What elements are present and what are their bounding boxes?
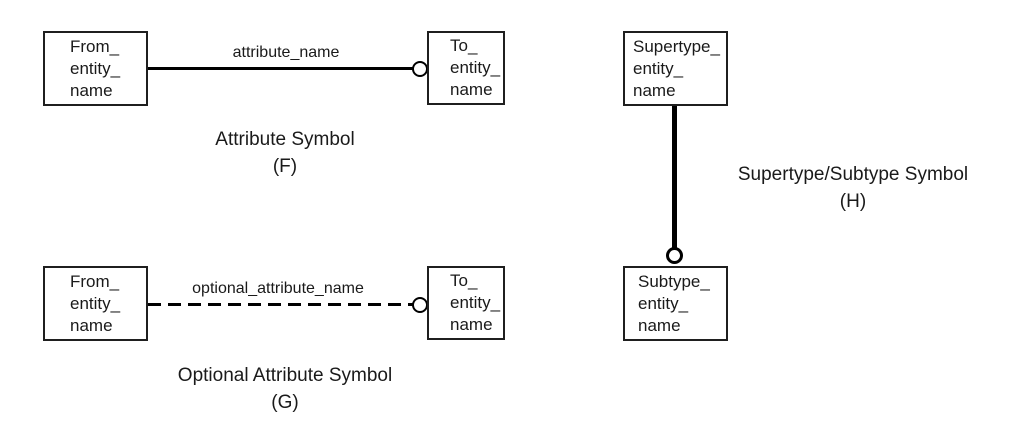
- attribute-connector-line: [148, 67, 414, 70]
- entity-box-text-line: name: [70, 315, 113, 335]
- subtype-circle-icon: [666, 247, 683, 264]
- entity-box-text-line: From_: [70, 36, 120, 56]
- caption-letter: (G): [271, 392, 299, 413]
- attribute-symbol-caption: Attribute Symbol (F): [215, 126, 354, 180]
- attribute-to-entity-box: To_ entity_ name: [427, 31, 505, 105]
- caption-title: Attribute Symbol: [215, 129, 355, 150]
- entity-box-text-line: entity_: [638, 293, 689, 313]
- caption-title: Optional Attribute Symbol: [177, 365, 393, 386]
- optional-attribute-optionality-circle-icon: [412, 297, 428, 313]
- caption-letter: (H): [839, 191, 867, 212]
- entity-box-text-line: name: [450, 80, 493, 99]
- entity-box-text-line: name: [633, 80, 676, 100]
- caption-title: Supertype/Subtype Symbol: [737, 164, 969, 185]
- attribute-optionality-circle-icon: [412, 61, 428, 77]
- entity-box-text-line: name: [70, 80, 113, 100]
- entity-box-text-line: From_: [70, 271, 120, 291]
- entity-box-text-line: Subtype_: [638, 271, 710, 291]
- entity-box-text-line: entity_: [450, 293, 501, 312]
- supertype-subtype-symbol-caption: Supertype/Subtype Symbol (H): [738, 161, 968, 215]
- optional-attribute-line-label: optional_attribute_name: [192, 280, 364, 297]
- entity-box-text-line: name: [638, 315, 681, 335]
- entity-box-text-line: To_: [450, 271, 478, 290]
- entity-box-text-line: entity_: [70, 293, 121, 313]
- optional-attribute-from-entity-box: From_ entity_ name: [43, 266, 148, 341]
- supertype-subtype-connector-line: [672, 106, 677, 248]
- optional-attribute-connector-line: [148, 303, 414, 306]
- entity-box-text-line: name: [450, 315, 493, 334]
- supertype-entity-box: Supertype_ entity_ name: [623, 31, 728, 106]
- entity-box-text-line: Supertype_: [633, 36, 720, 56]
- optional-attribute-symbol-caption: Optional Attribute Symbol (G): [178, 362, 392, 416]
- subtype-entity-box: Subtype_ entity_ name: [623, 266, 728, 341]
- entity-box-text-line: entity_: [70, 58, 121, 78]
- entity-box-text-line: entity_: [450, 58, 501, 77]
- attribute-line-label: attribute_name: [232, 44, 340, 61]
- caption-letter: (F): [272, 156, 298, 177]
- entity-box-text-line: entity_: [633, 58, 684, 78]
- optional-attribute-to-entity-box: To_ entity_ name: [427, 266, 505, 340]
- entity-box-text-line: To_: [450, 36, 478, 55]
- attribute-from-entity-box: From_ entity_ name: [43, 31, 148, 106]
